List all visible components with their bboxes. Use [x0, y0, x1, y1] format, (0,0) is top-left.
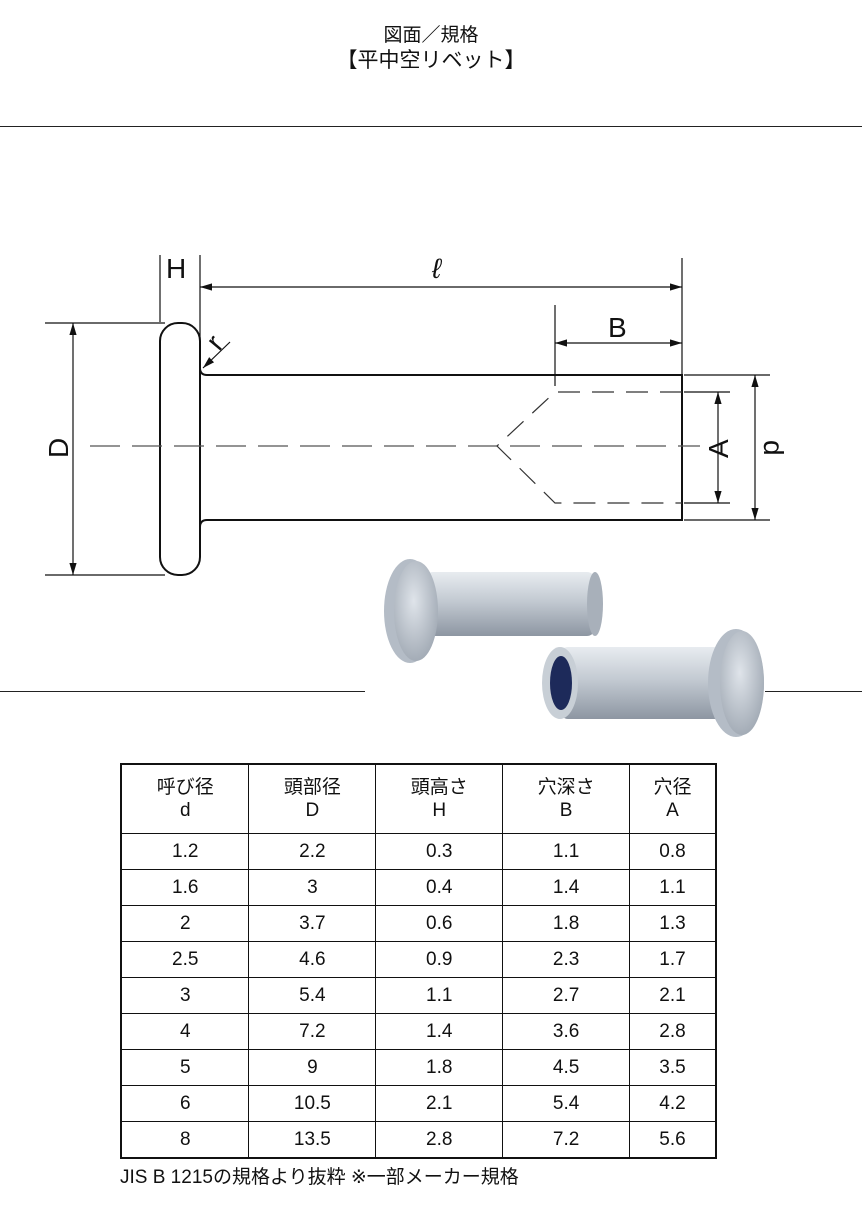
divider-top	[0, 126, 862, 127]
table-cell: 2.8	[629, 1013, 717, 1050]
footer-note: JIS B 1215の規格より抜粋 ※一部メーカー規格	[120, 1167, 519, 1188]
label-a: A	[703, 439, 734, 458]
table-cell: 1.3	[629, 905, 717, 942]
divider-bottom-right	[765, 691, 862, 692]
table-cell: 1.1	[375, 977, 504, 1014]
table-cell: 1.1	[502, 833, 631, 870]
table-cell: 3.5	[629, 1049, 717, 1086]
table-cell: 8	[120, 1121, 250, 1159]
table-cell: 9	[248, 1049, 377, 1086]
table-cell: 3.6	[502, 1013, 631, 1050]
table-cell: 0.4	[375, 869, 504, 906]
table-cell: 1.6	[120, 869, 250, 906]
rivet-head	[159, 322, 201, 576]
table-cell: 7.2	[502, 1121, 631, 1159]
hole-hidden-line	[496, 391, 682, 504]
table-cell: 0.8	[629, 833, 717, 870]
page-title: 図面／規格	[383, 25, 479, 46]
label-b: B	[608, 312, 627, 343]
table-cell: 2.1	[375, 1085, 504, 1122]
table-cell: 2.1	[629, 977, 717, 1014]
table-cell: 2	[120, 905, 250, 942]
table-cell: 6	[120, 1085, 250, 1122]
table-cell: 2.8	[375, 1121, 504, 1159]
label-d-shank: d	[758, 440, 789, 456]
table-cell: 1.1	[629, 869, 717, 906]
label-length: ℓ	[431, 253, 443, 284]
table-cell: 2.2	[248, 833, 377, 870]
label-h: H	[166, 253, 186, 284]
table-cell: 3.7	[248, 905, 377, 942]
table-cell: 4	[120, 1013, 250, 1050]
table-cell: 0.3	[375, 833, 504, 870]
label-d-head: D	[43, 438, 74, 458]
table-cell: 5.4	[248, 977, 377, 1014]
table-cell: 0.9	[375, 941, 504, 978]
table-cell: 1.2	[120, 833, 250, 870]
page-subtitle: 【平中空リベット】	[336, 49, 526, 72]
table-cell: 1.4	[502, 869, 631, 906]
table-cell: 10.5	[248, 1085, 377, 1122]
product-photo	[365, 540, 765, 740]
table-cell: 5.6	[629, 1121, 717, 1159]
table-cell: 4.6	[248, 941, 377, 978]
table-cell: 3	[120, 977, 250, 1014]
table-cell: 3	[248, 869, 377, 906]
rivet-technical-drawing: H ℓ B r D A d	[43, 253, 789, 740]
table-cell: 2.3	[502, 941, 631, 978]
table-cell: 1.4	[375, 1013, 504, 1050]
table-cell: 2.7	[502, 977, 631, 1014]
table-cell: 1.7	[629, 941, 717, 978]
table-cell: 4.2	[629, 1085, 717, 1122]
table-cell: 5	[120, 1049, 250, 1086]
table-cell: 1.8	[375, 1049, 504, 1086]
table-cell: 0.6	[375, 905, 504, 942]
table-cell: 2.5	[120, 941, 250, 978]
divider-bottom-left	[0, 691, 365, 692]
table-cell: 7.2	[248, 1013, 377, 1050]
rivet-shank	[199, 367, 683, 528]
table-cell: 1.8	[502, 905, 631, 942]
table-cell: 5.4	[502, 1085, 631, 1122]
table-cell: 4.5	[502, 1049, 631, 1086]
table-cell: 13.5	[248, 1121, 377, 1159]
label-r: r	[200, 329, 230, 356]
